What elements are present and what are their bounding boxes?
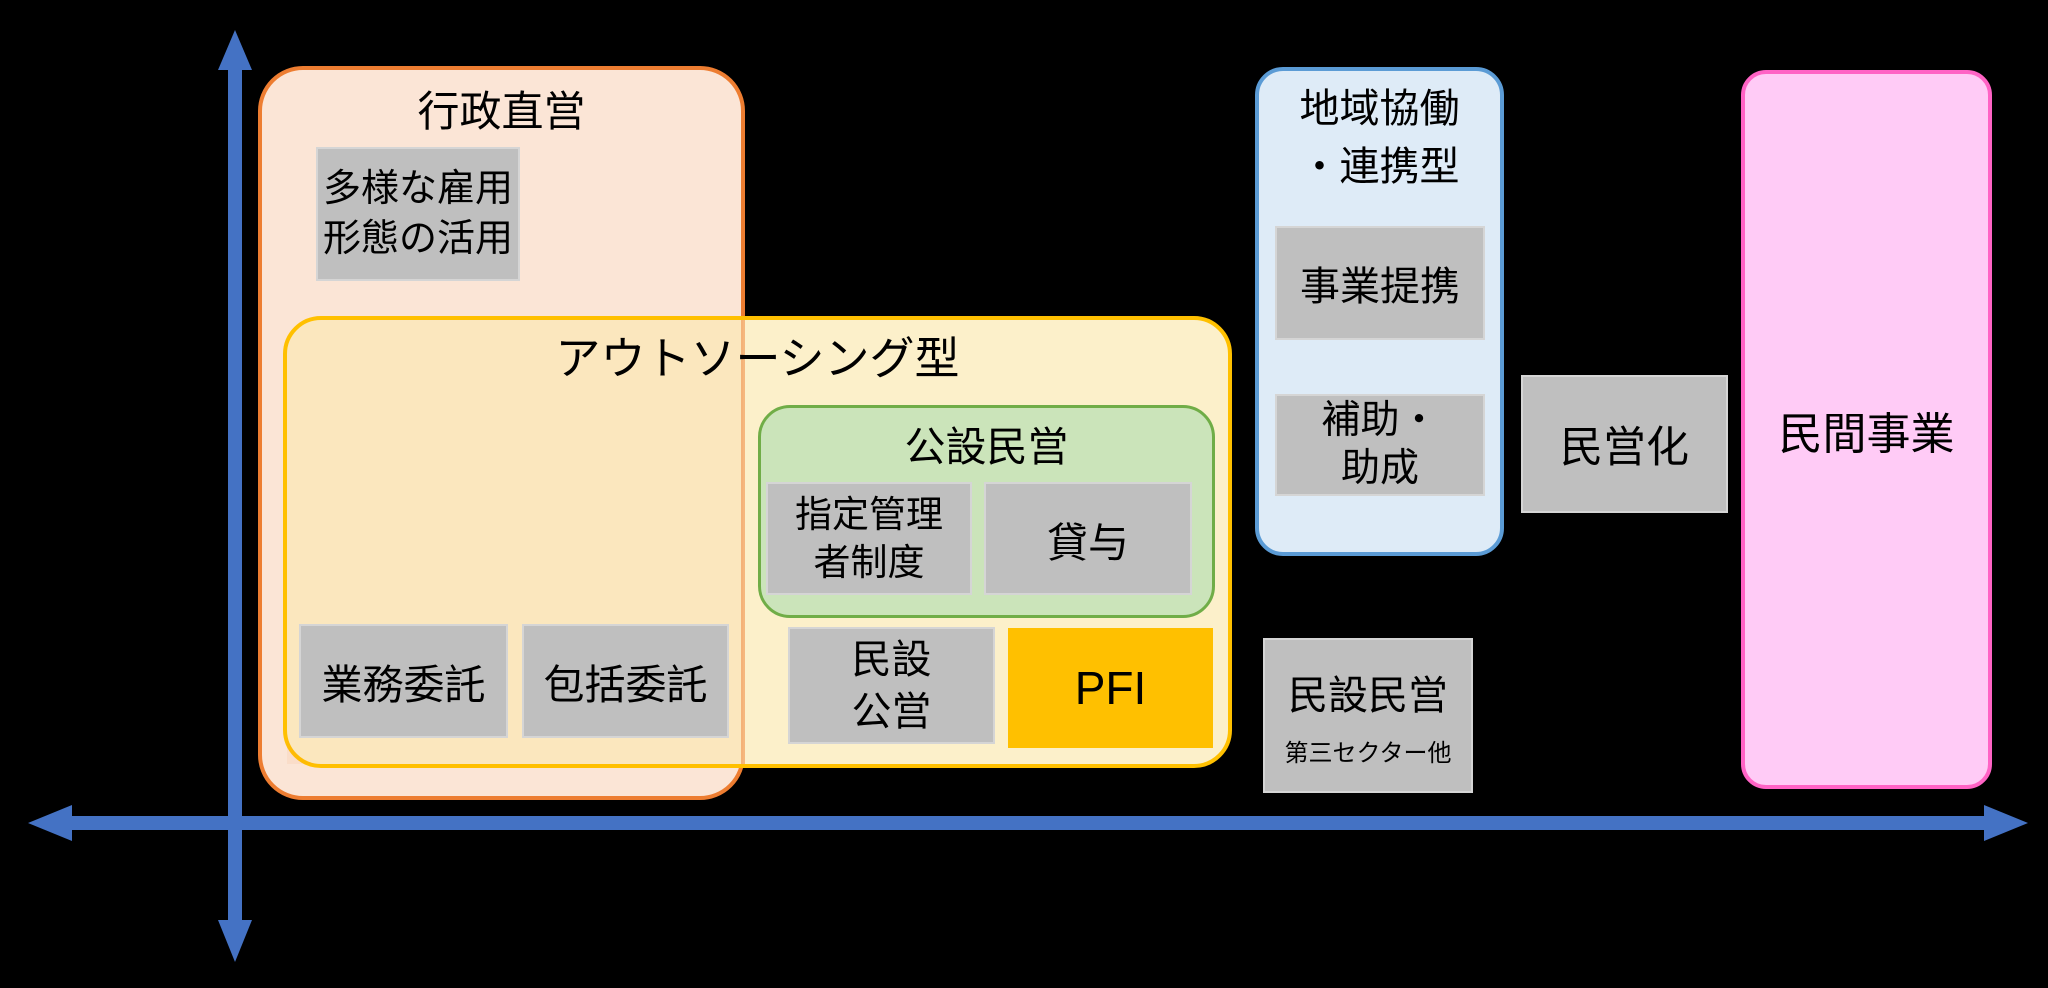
y-axis-top-arrowhead-icon [218, 30, 252, 70]
item-minsetsu-kouei: 民設 公営 [788, 627, 995, 744]
x-axis-line [70, 816, 1986, 830]
group-title-chiiki-kyoudou: 地域協働 ・連携型 [1299, 87, 1460, 189]
item-hojo-josei: 補助・ 助成 [1275, 394, 1485, 496]
group-box-minkan-jigyou: 民間事業 [1741, 70, 1992, 789]
item-shitei-kanrisha-seido: 指定管理 者制度 [766, 482, 972, 595]
y-axis-line [228, 60, 242, 920]
item-tayou-koyou: 多様な雇用 形態の活用 [316, 147, 520, 281]
gyousei-border-through-overlay [741, 320, 745, 764]
item-minsetsu-minei-label: 民設民営 [1288, 674, 1448, 718]
item-houkatsu-itaku: 包括委託 [522, 624, 729, 738]
group-title-kousetsu-minei: 公設民営 [904, 424, 1069, 470]
item-gyoumu-itaku: 業務委託 [299, 624, 508, 738]
item-jigyou-teikei: 事業提携 [1275, 226, 1485, 340]
group-title-outsourcing: アウトソーシング型 [555, 333, 960, 384]
y-axis-bottom-arrowhead-icon [218, 920, 252, 962]
x-axis-right-arrowhead-icon [1984, 805, 2028, 841]
item-taiyo: 貸与 [984, 482, 1192, 595]
item-minsetsu-minei-sublabel: 第三セクター他 [1284, 740, 1452, 767]
x-axis-left-arrowhead-icon [28, 805, 72, 841]
item-pfi: PFI [1008, 628, 1213, 748]
item-minsetsu-minei: 民設民営 第三セクター他 [1263, 638, 1473, 793]
item-mineika: 民営化 [1521, 375, 1728, 513]
group-title-gyousei-chokuei: 行政直営 [417, 88, 586, 135]
group-title-minkan-jigyou: 民間事業 [1778, 409, 1955, 459]
